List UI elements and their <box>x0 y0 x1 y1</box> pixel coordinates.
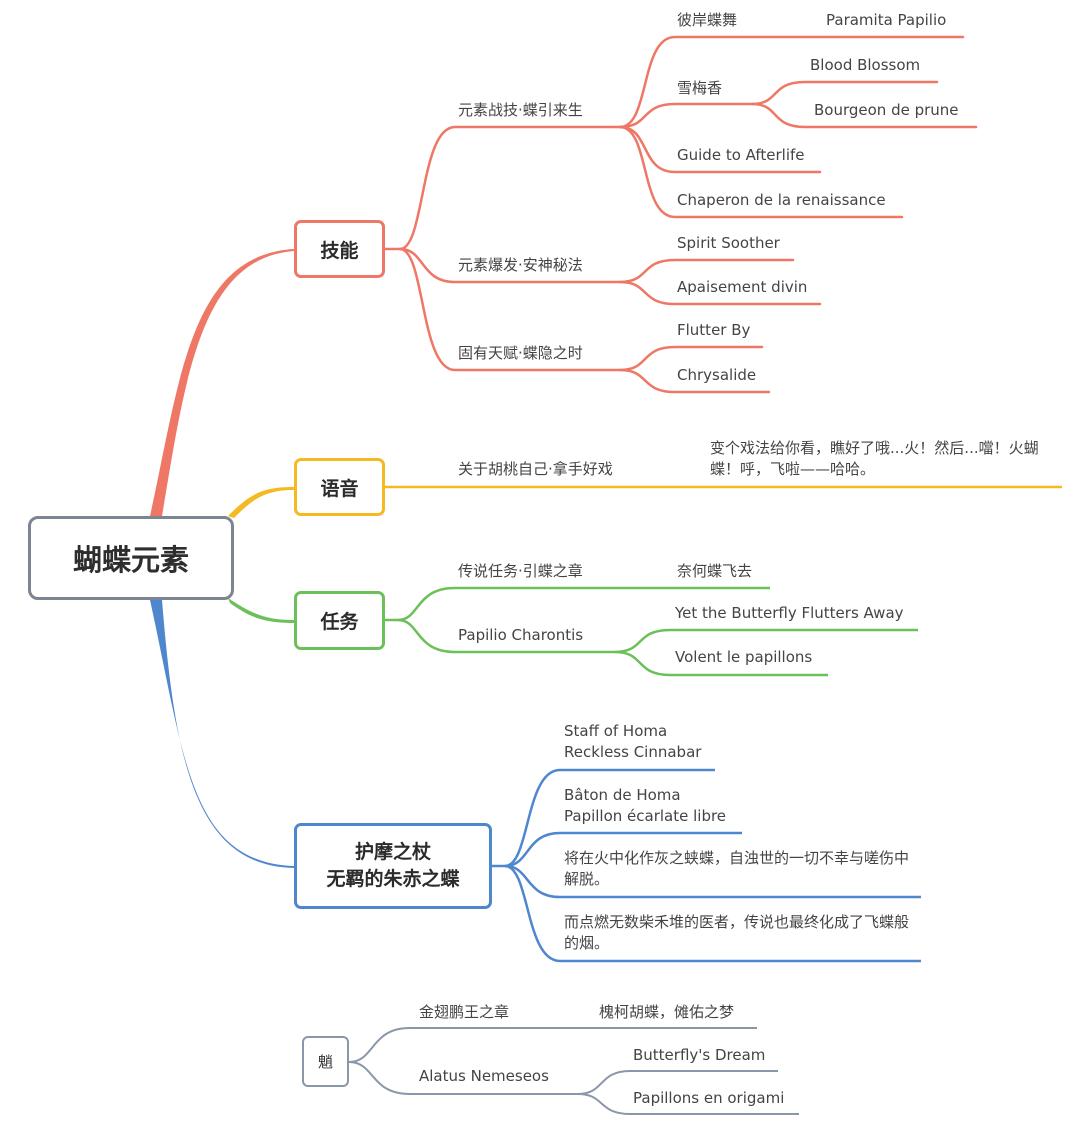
topic-skills[interactable]: 技能 <box>294 220 385 278</box>
topic-kui[interactable]: 魈 <box>302 1036 349 1087</box>
weapon-item2-line1[interactable]: Bâton de Homa <box>564 786 681 804</box>
branch-root-weapon <box>150 600 294 868</box>
branch-root-voice <box>228 487 294 518</box>
skill-burst-item2[interactable]: Apaisement divin <box>677 278 808 296</box>
skill-passive-item1[interactable]: Flutter By <box>677 321 751 339</box>
topic-voice[interactable]: 语音 <box>294 458 385 516</box>
topic-weapon-line2: 无羁的朱赤之蝶 <box>326 868 460 890</box>
topic-weapon[interactable]: 护摩之杖 无羁的朱赤之蝶 <box>294 823 492 909</box>
quest-sub2[interactable]: Papilio Charontis <box>458 626 584 644</box>
weapon-item1-line1[interactable]: Staff of Homa <box>564 722 668 740</box>
quest-sub1[interactable]: 传说任务·引蝶之章 <box>458 562 583 580</box>
skill-e-item1[interactable]: 彼岸蝶舞 <box>677 11 738 29</box>
weapon-item2-line2[interactable]: Papillon écarlate libre <box>564 807 727 825</box>
kui-sub1-item[interactable]: 槐柯胡蝶，傩佑之梦 <box>599 1003 735 1021</box>
topic-quest[interactable]: 任务 <box>294 591 385 650</box>
skill-e-item3[interactable]: Guide to Afterlife <box>677 146 805 164</box>
kui-sub1[interactable]: 金翅鹏王之章 <box>419 1003 510 1021</box>
skill-e-item4[interactable]: Chaperon de la renaissance <box>677 191 886 209</box>
skill-burst-label[interactable]: 元素爆发·安神秘法 <box>458 256 583 274</box>
branch-root-skills <box>150 249 294 516</box>
kui-sub2-item1[interactable]: Butterfly's Dream <box>633 1046 766 1064</box>
skill-e-item2-fr[interactable]: Bourgeon de prune <box>814 101 959 119</box>
voice-sub[interactable]: 关于胡桃自己·拿手好戏 <box>458 460 613 478</box>
kui-sub2[interactable]: Alatus Nemeseos <box>419 1067 549 1085</box>
quest-sub2-item2[interactable]: Volent le papillons <box>675 648 813 666</box>
skill-e-label[interactable]: 元素战技·蝶引来生 <box>458 101 583 119</box>
root-node[interactable]: 蝴蝶元素 <box>28 516 234 600</box>
skill-passive-item2[interactable]: Chrysalide <box>677 366 757 384</box>
kui-sub2-item2[interactable]: Papillons en origami <box>633 1089 785 1107</box>
skill-burst-item1[interactable]: Spirit Soother <box>677 234 780 252</box>
quest-sub1-item[interactable]: 奈何蝶飞去 <box>677 562 753 580</box>
quest-sub2-item1[interactable]: Yet the Butterfly Flutters Away <box>675 604 904 622</box>
skill-e-item1-en[interactable]: Paramita Papilio <box>826 11 947 29</box>
skill-e-item2[interactable]: 雪梅香 <box>677 79 723 97</box>
topic-weapon-line1: 护摩之杖 <box>354 841 431 863</box>
branch-root-quest <box>228 598 294 623</box>
weapon-item3[interactable]: 将在火中化作灰之蛱蝶，自浊世的一切不幸与嗟伤中解脱。 <box>564 849 910 888</box>
voice-quote[interactable]: 变个戏法给你看，瞧好了哦...火！然后...噹！火蝴蝶！呼，飞啦——哈哈。 <box>710 439 1039 478</box>
skill-e-item2-en[interactable]: Blood Blossom <box>810 56 921 74</box>
skill-passive-label[interactable]: 固有天赋·蝶隐之时 <box>458 344 583 362</box>
weapon-item4[interactable]: 而点燃无数柴禾堆的医者，传说也最终化成了飞蝶般的烟。 <box>564 913 910 952</box>
weapon-item1-line2[interactable]: Reckless Cinnabar <box>564 743 702 761</box>
